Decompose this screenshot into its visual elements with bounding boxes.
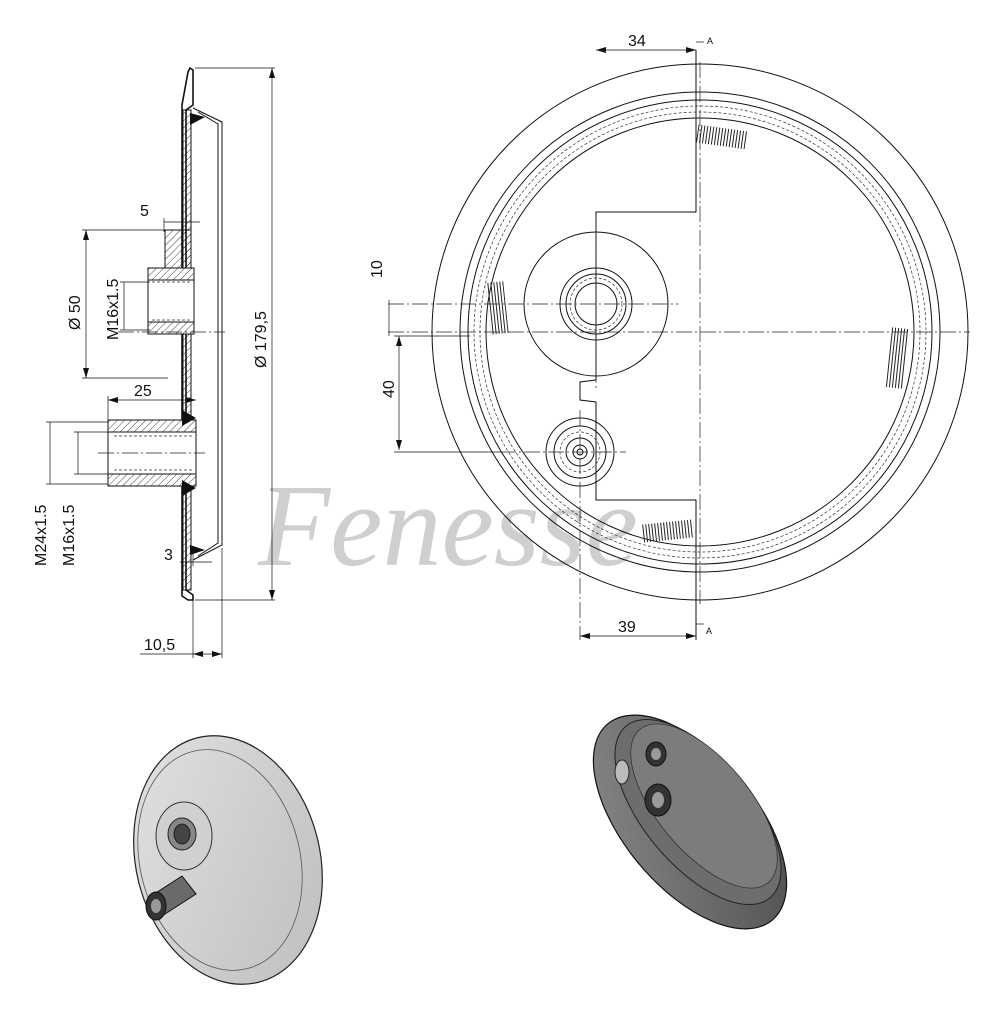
section-label-top: A [707, 36, 713, 46]
dim-top-thickness: 5 [140, 203, 149, 220]
dim-hole-spacing: 40 [381, 380, 398, 398]
dim-depth: 10,5 [144, 637, 175, 654]
iso-view-front [133, 735, 323, 985]
dim-top-offset: 34 [628, 33, 646, 50]
dim-center-offset: 10 [369, 260, 386, 278]
dim-thread-inner: M16x1.5 [61, 505, 78, 566]
dim-thread-upper: M16x1.5 [105, 279, 122, 340]
dim-flange: 3 [164, 547, 173, 564]
front-view: 34 39 10 40 A A [369, 33, 970, 640]
dim-bottom-offset: 39 [618, 619, 636, 636]
iso-view-back [592, 714, 788, 930]
dim-fitting-length: 25 [134, 383, 152, 400]
watermark: Fenesse [257, 460, 638, 591]
dim-thread-outer: M24x1.5 [33, 505, 50, 566]
dim-overall-diameter: Ø 179,5 [253, 311, 270, 368]
svg-text:Fenesse: Fenesse [257, 460, 638, 591]
dim-boss-diameter: Ø 50 [67, 295, 84, 330]
section-label-bottom: A [706, 626, 712, 636]
side-section-view: 5 Ø 50 M16x1.5 25 M24x1.5 M16x1.5 3 10,5… [33, 66, 275, 658]
